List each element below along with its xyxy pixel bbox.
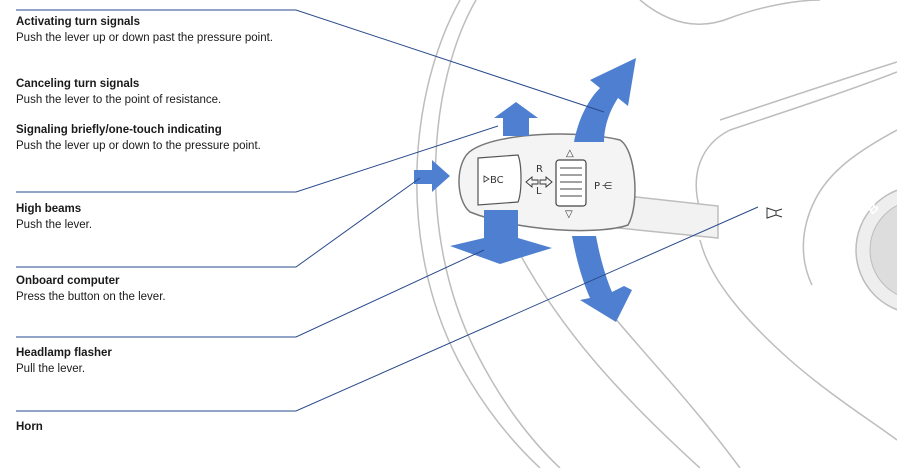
- down-symbol: ▽: [565, 209, 573, 220]
- arrow-pull-down: [450, 210, 552, 264]
- turn-signal-lever[interactable]: BC R L △ ▽ P ⋲: [458, 133, 636, 232]
- label-title: Signaling briefly/one-touch indicating: [16, 124, 222, 136]
- r-label: R: [536, 164, 543, 175]
- onboard-computer-button[interactable]: [477, 154, 522, 206]
- label-title: Horn: [16, 421, 43, 433]
- label-title: Activating turn signals: [16, 16, 140, 28]
- label-horn: Horn: [16, 419, 306, 435]
- arrow-curve-down: [572, 236, 632, 322]
- motion-arrows: [414, 58, 636, 322]
- label-signaling-briefly: Signaling briefly/one-touch indicating P…: [16, 122, 306, 154]
- p-label: P: [594, 181, 600, 192]
- leader-activating: [16, 9, 605, 113]
- horn-icon: [766, 207, 783, 219]
- bmw-logo: B: [855, 189, 897, 311]
- label-title: Canceling turn signals: [16, 78, 140, 90]
- label-title: High beams: [16, 203, 82, 215]
- left-right-arrows-icon: [525, 176, 553, 188]
- label-desc: Pull the lever.: [16, 363, 86, 375]
- label-desc: Push the lever to the point of resistanc…: [16, 94, 222, 106]
- leader-signaling: [16, 125, 499, 193]
- label-desc: Push the lever up or down past the press…: [16, 32, 273, 44]
- bc-label: BC: [490, 175, 504, 186]
- up-symbol: △: [566, 148, 574, 159]
- arrow-push-right: [414, 160, 450, 192]
- label-desc: Push the lever.: [16, 219, 93, 231]
- label-desc: Press the button on the lever.: [16, 291, 166, 303]
- label-headlamp-flasher: Headlamp flasher Pull the lever.: [16, 345, 306, 377]
- steering-wheel-outline: [416, 0, 897, 468]
- label-title: Onboard computer: [16, 275, 120, 287]
- label-canceling-turn-signals: Canceling turn signals Push the lever to…: [16, 76, 306, 108]
- leader-lines: [16, 9, 759, 412]
- leader-onboard: [16, 249, 485, 338]
- arrow-curve-up: [574, 58, 636, 142]
- label-title: Headlamp flasher: [16, 347, 112, 359]
- thumbwheel[interactable]: [555, 159, 587, 207]
- leader-horn: [16, 206, 759, 412]
- label-activating-turn-signals: Activating turn signals Push the lever u…: [16, 14, 306, 46]
- label-high-beams: High beams Push the lever.: [16, 201, 306, 233]
- label-desc: Push the lever up or down to the pressur…: [16, 140, 261, 152]
- p-rays-icon: ⋲: [602, 181, 612, 192]
- arrow-up-small: [494, 102, 538, 136]
- label-onboard-computer: Onboard computer Press the button on the…: [16, 273, 306, 305]
- l-label: L: [536, 186, 542, 197]
- leader-high-beams: [16, 177, 421, 268]
